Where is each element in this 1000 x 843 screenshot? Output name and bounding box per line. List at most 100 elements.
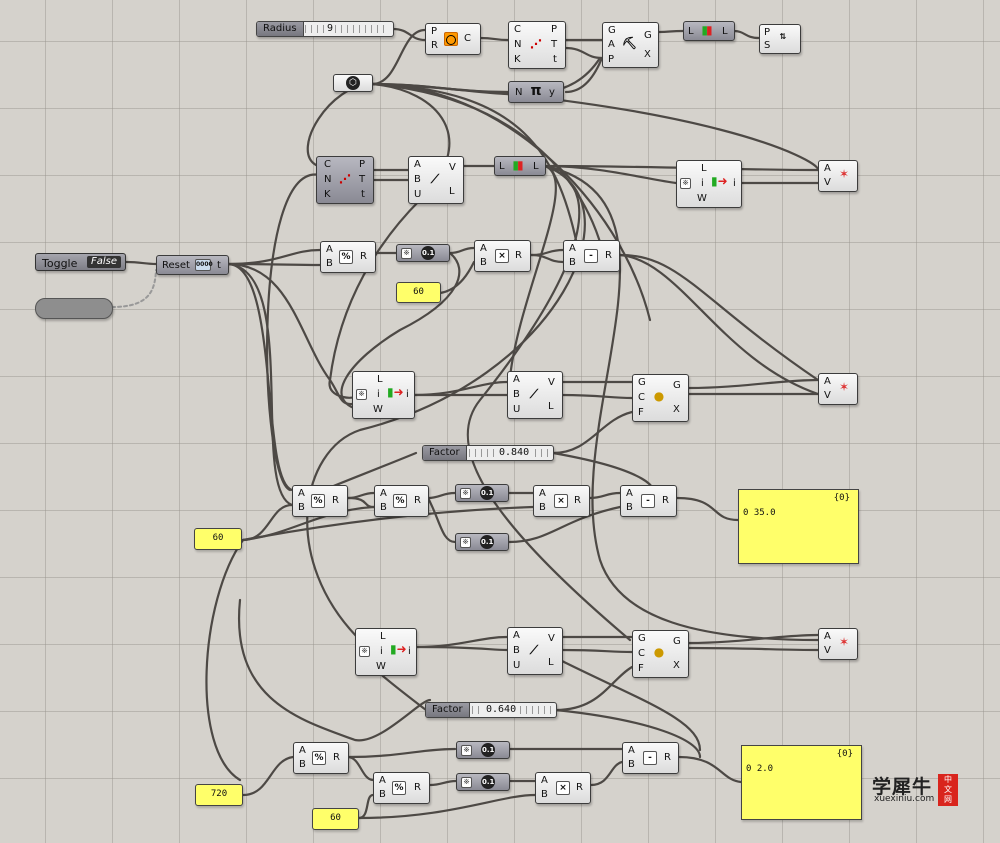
- port-b[interactable]: B: [326, 258, 333, 269]
- port-a[interactable]: A: [569, 243, 576, 254]
- pi-component[interactable]: N π y: [508, 81, 564, 103]
- sort-list-component[interactable]: P S ⇅: [759, 24, 801, 54]
- port-c[interactable]: C: [514, 24, 521, 35]
- port-b[interactable]: B: [628, 759, 635, 770]
- port-p-out[interactable]: P: [551, 24, 558, 35]
- division-component-5[interactable]: A B % R: [373, 772, 430, 804]
- port-i[interactable]: i: [701, 178, 704, 189]
- port-g-out[interactable]: G: [673, 380, 681, 391]
- port-v-out[interactable]: V: [548, 377, 555, 388]
- port-f[interactable]: F: [638, 407, 644, 418]
- port-a[interactable]: A: [299, 745, 306, 756]
- port-c[interactable]: C: [324, 159, 331, 170]
- custom-preview-3[interactable]: A V ✶: [818, 628, 858, 660]
- port-b[interactable]: B: [513, 645, 520, 656]
- port-i[interactable]: i: [377, 389, 380, 400]
- port-a[interactable]: A: [608, 39, 615, 50]
- factor-slider-2[interactable]: Factor 0.640: [425, 702, 557, 718]
- port-n[interactable]: N: [515, 87, 523, 98]
- button-object[interactable]: [35, 298, 113, 319]
- port-b[interactable]: B: [298, 502, 305, 513]
- port-c[interactable]: C: [638, 648, 645, 659]
- multiplication-component-3[interactable]: A B × R: [535, 772, 591, 804]
- port-y[interactable]: y: [549, 87, 555, 98]
- factor-slider-1[interactable]: Factor 0.840: [422, 445, 554, 461]
- divide-curve-component-2[interactable]: C N K ⋰ P T t: [316, 156, 374, 204]
- vector-two-point-component[interactable]: A B U ⟋ V L: [408, 156, 464, 204]
- port-k[interactable]: K: [324, 189, 331, 200]
- subtraction-component-3[interactable]: A B - R: [622, 742, 679, 774]
- subtraction-component-2[interactable]: A B - R: [620, 485, 677, 517]
- port-g-out[interactable]: G: [644, 30, 652, 41]
- port-r-out[interactable]: R: [515, 250, 522, 261]
- division-component-4[interactable]: A B % R: [293, 742, 349, 774]
- port-a[interactable]: A: [824, 163, 831, 174]
- reset-timer-component[interactable]: Reset 0000 t: [156, 255, 229, 275]
- port-t-lower[interactable]: t: [553, 54, 557, 65]
- port-a[interactable]: A: [513, 374, 520, 385]
- port-v[interactable]: V: [824, 645, 831, 656]
- list-item-component-1[interactable]: L ❊ i W ▮➜ i: [676, 160, 742, 208]
- port-v[interactable]: V: [824, 390, 831, 401]
- port-c[interactable]: C: [638, 392, 645, 403]
- port-n[interactable]: N: [514, 39, 522, 50]
- port-a[interactable]: A: [298, 488, 305, 499]
- port-p[interactable]: P: [431, 26, 438, 37]
- port-r-out[interactable]: R: [414, 495, 421, 506]
- custom-preview-1[interactable]: A V ✶: [818, 160, 858, 192]
- port-b[interactable]: B: [299, 759, 306, 770]
- port-f[interactable]: F: [638, 663, 644, 674]
- port-l-out[interactable]: L: [722, 26, 728, 37]
- list-length-component-2[interactable]: L ▮▮ L: [494, 156, 546, 176]
- port-t-out[interactable]: T: [359, 174, 366, 185]
- port-r-out[interactable]: R: [360, 251, 367, 262]
- toggle-value[interactable]: False: [87, 256, 121, 268]
- port-r-out[interactable]: R: [664, 752, 671, 763]
- port-s[interactable]: S: [764, 40, 771, 51]
- port-r-out[interactable]: R: [333, 752, 340, 763]
- port-t-out[interactable]: T: [551, 39, 558, 50]
- division-component-1[interactable]: A B % R: [320, 241, 376, 273]
- port-c[interactable]: C: [464, 33, 471, 44]
- list-item-component-3[interactable]: L ❊ i W ▮➜ i: [355, 628, 417, 676]
- integer-param-5[interactable]: ❊ 0.1: [456, 773, 510, 791]
- port-b[interactable]: B: [541, 789, 548, 800]
- port-n[interactable]: N: [324, 174, 332, 185]
- divide-curve-component[interactable]: C N K ⋰ P T t: [508, 21, 566, 69]
- integer-param-1[interactable]: ❊ 0.1: [396, 244, 450, 262]
- port-r-out[interactable]: R: [574, 495, 581, 506]
- integer-param-3[interactable]: ❊ 0.1: [455, 533, 509, 551]
- port-a[interactable]: A: [626, 488, 633, 499]
- integer-param-2[interactable]: ❊ 0.1: [455, 484, 509, 502]
- port-a[interactable]: A: [628, 745, 635, 756]
- graft-component[interactable]: G A P ⛏ G X: [602, 22, 659, 68]
- list-length-component[interactable]: L ▮▮ L: [683, 21, 735, 41]
- port-b[interactable]: B: [380, 502, 387, 513]
- panel-720[interactable]: 720: [195, 784, 243, 806]
- subtraction-component-1[interactable]: A B - R: [563, 240, 620, 272]
- port-x-out[interactable]: X: [673, 660, 680, 671]
- port-b[interactable]: B: [513, 389, 520, 400]
- port-r-out[interactable]: R: [414, 782, 421, 793]
- list-item-component-2[interactable]: L ❊ i W ▮➜ i: [352, 371, 415, 419]
- scale-component-2[interactable]: G C F ● G X: [632, 630, 689, 678]
- custom-preview-2[interactable]: A V ✶: [818, 373, 858, 405]
- multiplication-component-1[interactable]: A B × R: [474, 240, 531, 272]
- port-l[interactable]: L: [499, 161, 505, 172]
- port-g[interactable]: G: [608, 25, 616, 36]
- port-w[interactable]: W: [373, 404, 383, 415]
- slider-track[interactable]: [305, 25, 389, 33]
- port-l-out[interactable]: L: [533, 161, 539, 172]
- port-a[interactable]: A: [539, 488, 546, 499]
- port-b[interactable]: B: [539, 502, 546, 513]
- port-i-out[interactable]: i: [406, 389, 409, 400]
- port-b[interactable]: B: [626, 502, 633, 513]
- port-t-lower[interactable]: t: [361, 189, 365, 200]
- port-w[interactable]: W: [376, 661, 386, 672]
- port-x-out[interactable]: X: [673, 404, 680, 415]
- output-panel-2[interactable]: {0} 0 2.0: [741, 745, 862, 820]
- port-r-out[interactable]: R: [576, 782, 583, 793]
- port-p[interactable]: P: [764, 27, 771, 38]
- port-p-out[interactable]: P: [359, 159, 366, 170]
